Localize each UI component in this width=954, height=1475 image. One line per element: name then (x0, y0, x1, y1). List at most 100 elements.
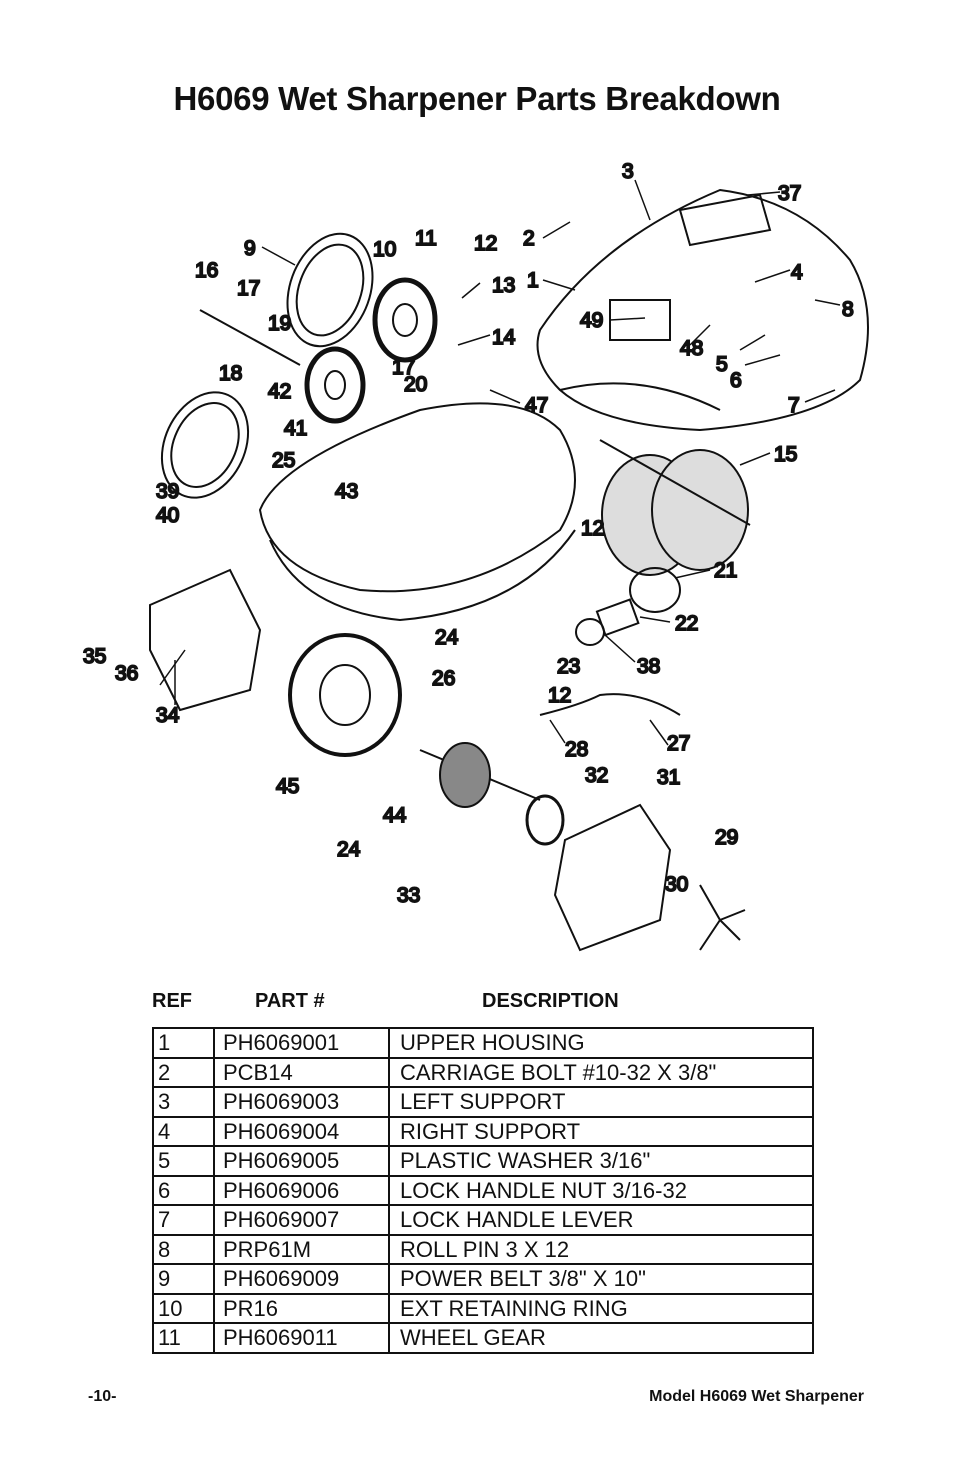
callout-3: 3 (622, 160, 634, 183)
callout-35: 35 (83, 645, 106, 668)
callout-12c: 12 (548, 684, 571, 707)
callout-6: 6 (730, 369, 742, 392)
ref-cell: 10 (152, 1292, 215, 1324)
description-cell: LOCK HANDLE LEVER (388, 1204, 814, 1236)
ref-cell: 2 (152, 1056, 215, 1088)
description-cell: POWER BELT 3/8" X 10" (388, 1263, 814, 1295)
callout-1: 1 (527, 269, 539, 292)
part-number-cell: PH6069005 (213, 1145, 390, 1177)
ref-cell: 8 (152, 1233, 215, 1265)
page-title: H6069 Wet Sharpener Parts Breakdown (173, 80, 781, 117)
callout-31: 31 (657, 766, 680, 789)
exploded-parts-diagram: 3 37 2 1 4 8 49 48 5 6 7 9 10 11 12 13 1… (82, 159, 869, 952)
callout-32: 32 (585, 764, 608, 787)
callout-19: 19 (268, 312, 291, 335)
callout-10: 10 (373, 238, 396, 261)
callout-27: 27 (667, 732, 690, 755)
part-number-cell: PRP61M (213, 1233, 390, 1265)
callout-5: 5 (716, 353, 728, 376)
callout-24b: 24 (337, 838, 361, 861)
callout-8: 8 (842, 298, 854, 321)
callout-16: 16 (195, 259, 218, 282)
callout-43: 43 (335, 480, 358, 503)
description-cell: CARRIAGE BOLT #10-32 X 3/8" (388, 1056, 814, 1088)
callout-49: 49 (580, 309, 603, 332)
callout-28: 28 (565, 738, 588, 761)
part-number-cell: PR16 (213, 1292, 390, 1324)
callout-40: 40 (156, 504, 179, 527)
part-number-cell: PH6069003 (213, 1086, 390, 1118)
callout-26: 26 (432, 667, 455, 690)
part-number-cell: PH6069007 (213, 1204, 390, 1236)
description-cell: EXT RETAINING RING (388, 1292, 814, 1324)
callout-37: 37 (778, 182, 801, 205)
part-number-cell: PH6069001 (213, 1027, 390, 1059)
callout-7: 7 (788, 394, 800, 417)
callout-33: 33 (397, 884, 420, 907)
ref-cell: 11 (152, 1322, 215, 1354)
ref-cell: 4 (152, 1115, 215, 1147)
callout-41: 41 (284, 417, 307, 440)
description-cell: UPPER HOUSING (388, 1027, 814, 1059)
description-cell: WHEEL GEAR (388, 1322, 814, 1354)
callout-39: 39 (156, 480, 179, 503)
grinding-wheel-drawing (599, 439, 751, 576)
callout-17: 17 (237, 277, 260, 300)
part-number-cell: PH6069011 (213, 1322, 390, 1354)
callout-23: 23 (557, 655, 580, 678)
ref-cell: 3 (152, 1086, 215, 1118)
part-number-cell: PCB14 (213, 1056, 390, 1088)
callout-12b: 12 (581, 517, 604, 540)
callout-29: 29 (715, 826, 738, 849)
power-belt-drawing (286, 232, 374, 348)
ref-cell: 7 (152, 1204, 215, 1236)
lower-housing-drawing (258, 402, 576, 622)
callout-47: 47 (525, 394, 548, 417)
callout-42: 42 (268, 380, 291, 403)
ref-cell: 6 (152, 1174, 215, 1206)
callout-34: 34 (156, 704, 180, 727)
callout-22: 22 (675, 612, 698, 635)
callout-9: 9 (244, 237, 256, 260)
description-cell: ROLL PIN 3 X 12 (388, 1233, 814, 1265)
part-number-cell: PH6069004 (213, 1115, 390, 1147)
ref-cell: 1 (152, 1027, 215, 1059)
description-cell: LOCK HANDLE NUT 3/16-32 (388, 1174, 814, 1206)
callout-38: 38 (637, 655, 660, 678)
callout-24: 24 (435, 626, 459, 649)
model-label: Model H6069 Wet Sharpener (649, 1388, 864, 1405)
callout-25: 25 (272, 449, 295, 472)
callout-36: 36 (115, 662, 138, 685)
wheel-gear-drawing (372, 277, 438, 363)
callout-11: 11 (415, 227, 437, 250)
callout-13: 13 (492, 274, 515, 297)
ref-header: REF (152, 990, 192, 1012)
ref-cell: 5 (152, 1145, 215, 1177)
part-number-header: PART # (255, 990, 325, 1012)
callout-17b: 17 (392, 356, 415, 379)
motor-stator-drawing (288, 633, 402, 757)
callout-30: 30 (665, 873, 688, 896)
description-cell: LEFT SUPPORT (388, 1086, 814, 1118)
callout-44: 44 (383, 804, 407, 827)
description-cell: RIGHT SUPPORT (388, 1115, 814, 1147)
callout-4: 4 (791, 261, 803, 284)
callout-15: 15 (774, 443, 797, 466)
page-number: -10- (88, 1388, 117, 1405)
callout-14: 14 (492, 326, 516, 349)
callout-48: 48 (680, 337, 703, 360)
callout-12: 12 (474, 232, 497, 255)
ref-cell: 9 (152, 1263, 215, 1295)
part-number-cell: PH6069006 (213, 1174, 390, 1206)
